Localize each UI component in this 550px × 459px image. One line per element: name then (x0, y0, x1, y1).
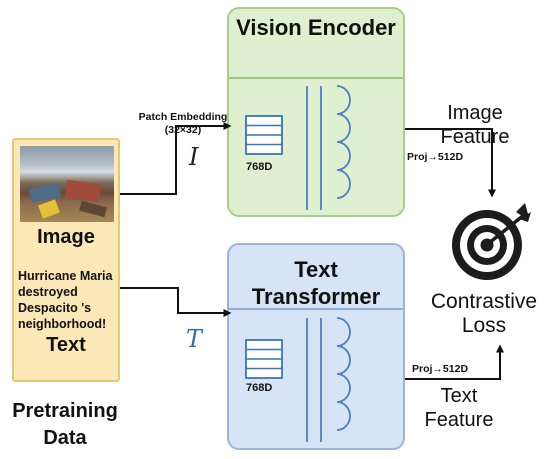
text-token-grid-icon (245, 339, 283, 379)
target-icon (452, 203, 531, 280)
image-feature-arrow (405, 128, 496, 198)
image-label: Image (37, 226, 95, 248)
vision-patch-grid-icon (245, 115, 283, 155)
text-symbol-t: T (186, 325, 203, 353)
text-feature-label: Text Feature (424, 385, 494, 431)
contrastive-loss-label: Contrastive Loss (430, 290, 538, 337)
pretraining-data-label: Pretraining Data (12, 400, 118, 449)
text-transformer-glyph-icon (306, 317, 351, 442)
text-to-transformer-arrow (120, 287, 232, 317)
vision-encoder-box (227, 7, 405, 217)
vision-transformer-glyph-icon (306, 85, 351, 210)
vision-encoder-title: Vision Encoder (236, 15, 396, 40)
text-dim-label: 768D (246, 382, 273, 394)
text-transformer-title: Text Transformer (251, 257, 381, 309)
image-projection-label: Proj→512D (407, 151, 464, 163)
image-symbol-i: I (189, 143, 199, 171)
vision-dim-label: 768D (246, 161, 273, 173)
image-feature-label: Image Feature (440, 102, 510, 148)
hurricane-photo (20, 146, 114, 222)
patch-embedding-label: Patch Embedding (32×32) (138, 111, 228, 136)
text-caption: Hurricane Maria destroyed Despacito 's n… (18, 269, 113, 331)
text-label: Text (46, 334, 86, 356)
text-feature-arrow (405, 344, 504, 380)
image-to-encoder-arrow (120, 122, 232, 195)
text-projection-label: Proj→512D (412, 363, 469, 375)
